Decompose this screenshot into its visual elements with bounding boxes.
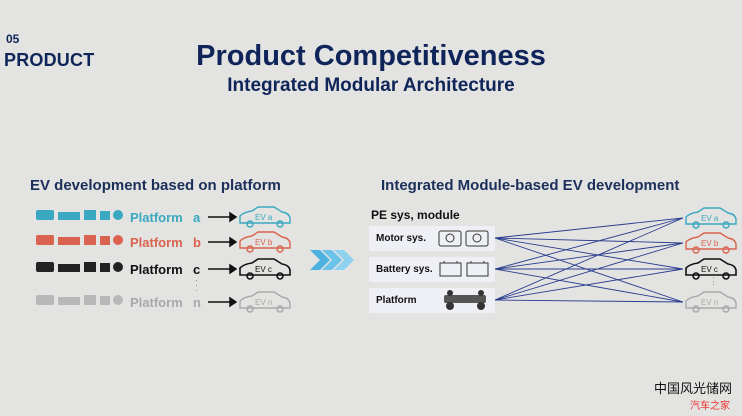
car-label-n: EV n — [255, 298, 272, 307]
module-label-battery: Battery sys. — [376, 264, 433, 275]
module-box-battery — [369, 257, 495, 282]
car-icon-c — [239, 258, 291, 280]
car-label-a: EV a — [255, 213, 273, 222]
platform-parts-icon-a — [36, 210, 123, 220]
platform-letter-b: b — [193, 235, 201, 250]
module-label-motor: Motor sys. — [376, 233, 427, 244]
platform-parts-icon-n — [36, 295, 123, 305]
car-label-right-b: EV b — [701, 239, 719, 248]
car-icon-b — [239, 231, 291, 253]
pe-heading: PE sys, module — [371, 208, 460, 222]
car-label-c: EV c — [255, 265, 272, 274]
ellipsis-dots: ··· — [195, 275, 198, 295]
slide-subtitle: Integrated Modular Architecture — [227, 75, 515, 96]
car-label-right-c: EV c — [701, 265, 718, 274]
platform-letter-c: c — [193, 262, 201, 277]
car-icon-right-a — [685, 207, 737, 229]
platform-parts-icon-b — [36, 235, 123, 245]
platform-letter-a: a — [193, 210, 201, 225]
module-label-platform: Platform — [376, 295, 417, 306]
right-heading: Integrated Module-based EV development — [381, 177, 680, 194]
connection-lines — [494, 217, 684, 303]
module-box-motor — [369, 226, 495, 251]
car-icon-right-b — [685, 232, 737, 254]
battery-icon — [439, 261, 489, 277]
platform-label-b: Platform — [130, 235, 183, 250]
platform-parts-icon-c — [36, 262, 123, 272]
car-icon-right-n — [685, 291, 737, 313]
platform-label-a: Platform — [130, 210, 183, 225]
watermark-line2: 汽车之家 — [690, 401, 730, 412]
slide-title: Product Competitiveness — [196, 40, 546, 72]
left-heading: EV development based on platform — [30, 177, 281, 194]
car-label-right-n: EV n — [701, 298, 718, 307]
car-icon-n — [239, 291, 291, 313]
car-label-b: EV b — [255, 238, 273, 247]
watermark-line1: 中国风光储网 — [654, 381, 733, 396]
transition-chevrons-icon — [310, 250, 354, 270]
chassis-icon — [444, 290, 486, 310]
car-label-right-a: EV a — [701, 214, 719, 223]
motor-icon — [438, 230, 489, 247]
platform-letter-n: n — [193, 295, 201, 310]
right-ellipsis-dots: ⋮ — [709, 276, 718, 286]
section-name: PRODUCT — [4, 50, 95, 70]
platform-label-c: Platform — [130, 262, 183, 277]
car-icon-a — [239, 206, 291, 228]
platform-label-n: Platform — [130, 295, 183, 310]
section-number: 05 — [6, 32, 20, 46]
car-icon-right-c — [685, 258, 737, 280]
